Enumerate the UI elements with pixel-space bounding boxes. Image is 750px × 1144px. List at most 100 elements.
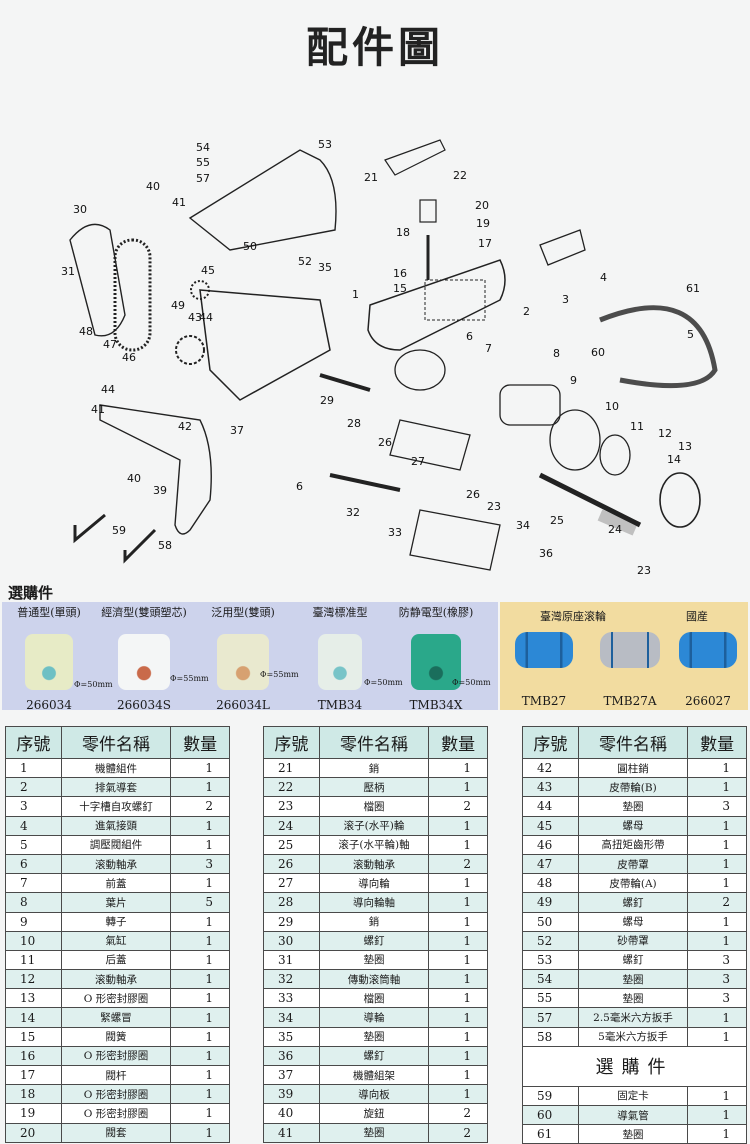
part-quantity: 3	[687, 969, 747, 990]
part-name: O 形密封膠圈	[60, 1045, 172, 1067]
option-TMB34X[interactable]: 防静電型(橡膠) TMB34X	[380, 604, 492, 712]
belt-guard	[69, 223, 126, 337]
part-quantity: 1	[428, 1084, 488, 1105]
option-266034[interactable]: 普通型(單頭) 266034	[4, 604, 94, 712]
dim-label: Φ=50mm	[364, 678, 403, 687]
part-name: 機體組架	[318, 1064, 430, 1086]
option-type-label: 防静電型(橡膠)	[398, 606, 474, 619]
option-266034S[interactable]: 經濟型(雙頭塑芯) 266034S	[94, 604, 194, 712]
callout-55: 55	[196, 156, 210, 169]
part-name: 圓柱銷	[577, 757, 689, 779]
part-quantity: 1	[687, 757, 747, 779]
callout-31: 31	[61, 265, 75, 278]
dim-label: Φ=50mm	[452, 678, 491, 687]
callout-10: 10	[605, 400, 619, 413]
part-quantity: 1	[170, 834, 230, 855]
roller-shaft	[538, 472, 642, 528]
part-number: 55	[522, 988, 579, 1009]
part-name: 閥簧	[60, 1026, 172, 1047]
option-code: 266034	[26, 698, 72, 712]
callout-41: 41	[91, 403, 105, 416]
part-quantity: 1	[170, 1007, 230, 1028]
part-name: O 形密封膠圈	[60, 988, 172, 1009]
roller-image	[679, 632, 737, 668]
air-hose	[599, 305, 718, 389]
part-name: 十字槽自攻螺釘	[60, 796, 172, 817]
part-quantity: 1	[687, 1026, 747, 1047]
rear-cover	[599, 434, 631, 476]
callout-45: 45	[201, 264, 215, 277]
part-name: 墊圈	[577, 1124, 689, 1144]
part-quantity: 1	[170, 988, 230, 1009]
toothed-belt	[113, 238, 152, 352]
callout-16: 16	[393, 267, 407, 280]
part-quantity: 1	[170, 969, 230, 990]
hex-key-2-5mm	[123, 528, 157, 564]
callout-35: 35	[318, 261, 332, 274]
option-TMB27[interactable]: TMB27	[508, 632, 580, 708]
option-code: 266027	[685, 694, 731, 708]
part-name: 滚子(水平)輪	[318, 815, 430, 836]
part-quantity: 1	[428, 911, 488, 932]
callout-19: 19	[476, 217, 490, 230]
callout-14: 14	[667, 453, 681, 466]
table-header-row: 序號零件名稱數量	[522, 726, 747, 759]
option-266027[interactable]: 266027	[672, 632, 744, 708]
table-header-row: 序號零件名稱數量	[263, 726, 488, 759]
option-TMB27A[interactable]: TMB27A	[590, 632, 670, 708]
part-name: 滚子(水平輪)軸	[318, 834, 430, 855]
frame-assembly	[199, 289, 331, 401]
option-TMB34[interactable]: 臺灣標准型 TMB34	[300, 604, 380, 712]
part-name: 導輪	[318, 1007, 430, 1028]
callout-50: 50	[243, 240, 257, 253]
part-quantity: 1	[428, 757, 488, 779]
option-266034L[interactable]: 泛用型(雙頭) 266034L	[194, 604, 292, 712]
part-quantity: 3	[687, 796, 747, 817]
pulley-b	[175, 335, 205, 365]
part-quantity: 1	[170, 1045, 230, 1067]
clamp-nut	[659, 472, 701, 528]
callout-47: 47	[103, 338, 117, 351]
column-header: 數量	[170, 726, 230, 759]
rotor	[499, 384, 561, 426]
part-number: 60	[522, 1104, 579, 1126]
part-quantity: 1	[170, 1122, 230, 1143]
guide-wheel	[389, 419, 471, 471]
callout-13: 13	[678, 440, 692, 453]
part-name: 皮帶輪(B)	[577, 777, 689, 798]
part-quantity: 1	[428, 930, 488, 951]
option-code: TMB34X	[409, 698, 463, 712]
dim-label: Φ=50mm	[74, 680, 113, 689]
callout-33: 33	[388, 526, 402, 539]
air-inlet-fitting	[539, 229, 586, 266]
part-name: 墊圈	[577, 796, 689, 817]
part-quantity: 1	[170, 1026, 230, 1047]
part-number: 20	[5, 1122, 62, 1143]
part-number: 18	[5, 1084, 62, 1105]
part-number: 2	[5, 777, 62, 798]
part-number: 8	[5, 892, 62, 913]
part-quantity: 1	[687, 777, 747, 798]
callout-53: 53	[318, 138, 332, 151]
part-number: 11	[5, 949, 62, 971]
part-quantity: 2	[170, 796, 230, 817]
callout-52: 52	[298, 255, 312, 268]
part-quantity: 1	[428, 988, 488, 1009]
callout-43: 43	[188, 311, 202, 324]
